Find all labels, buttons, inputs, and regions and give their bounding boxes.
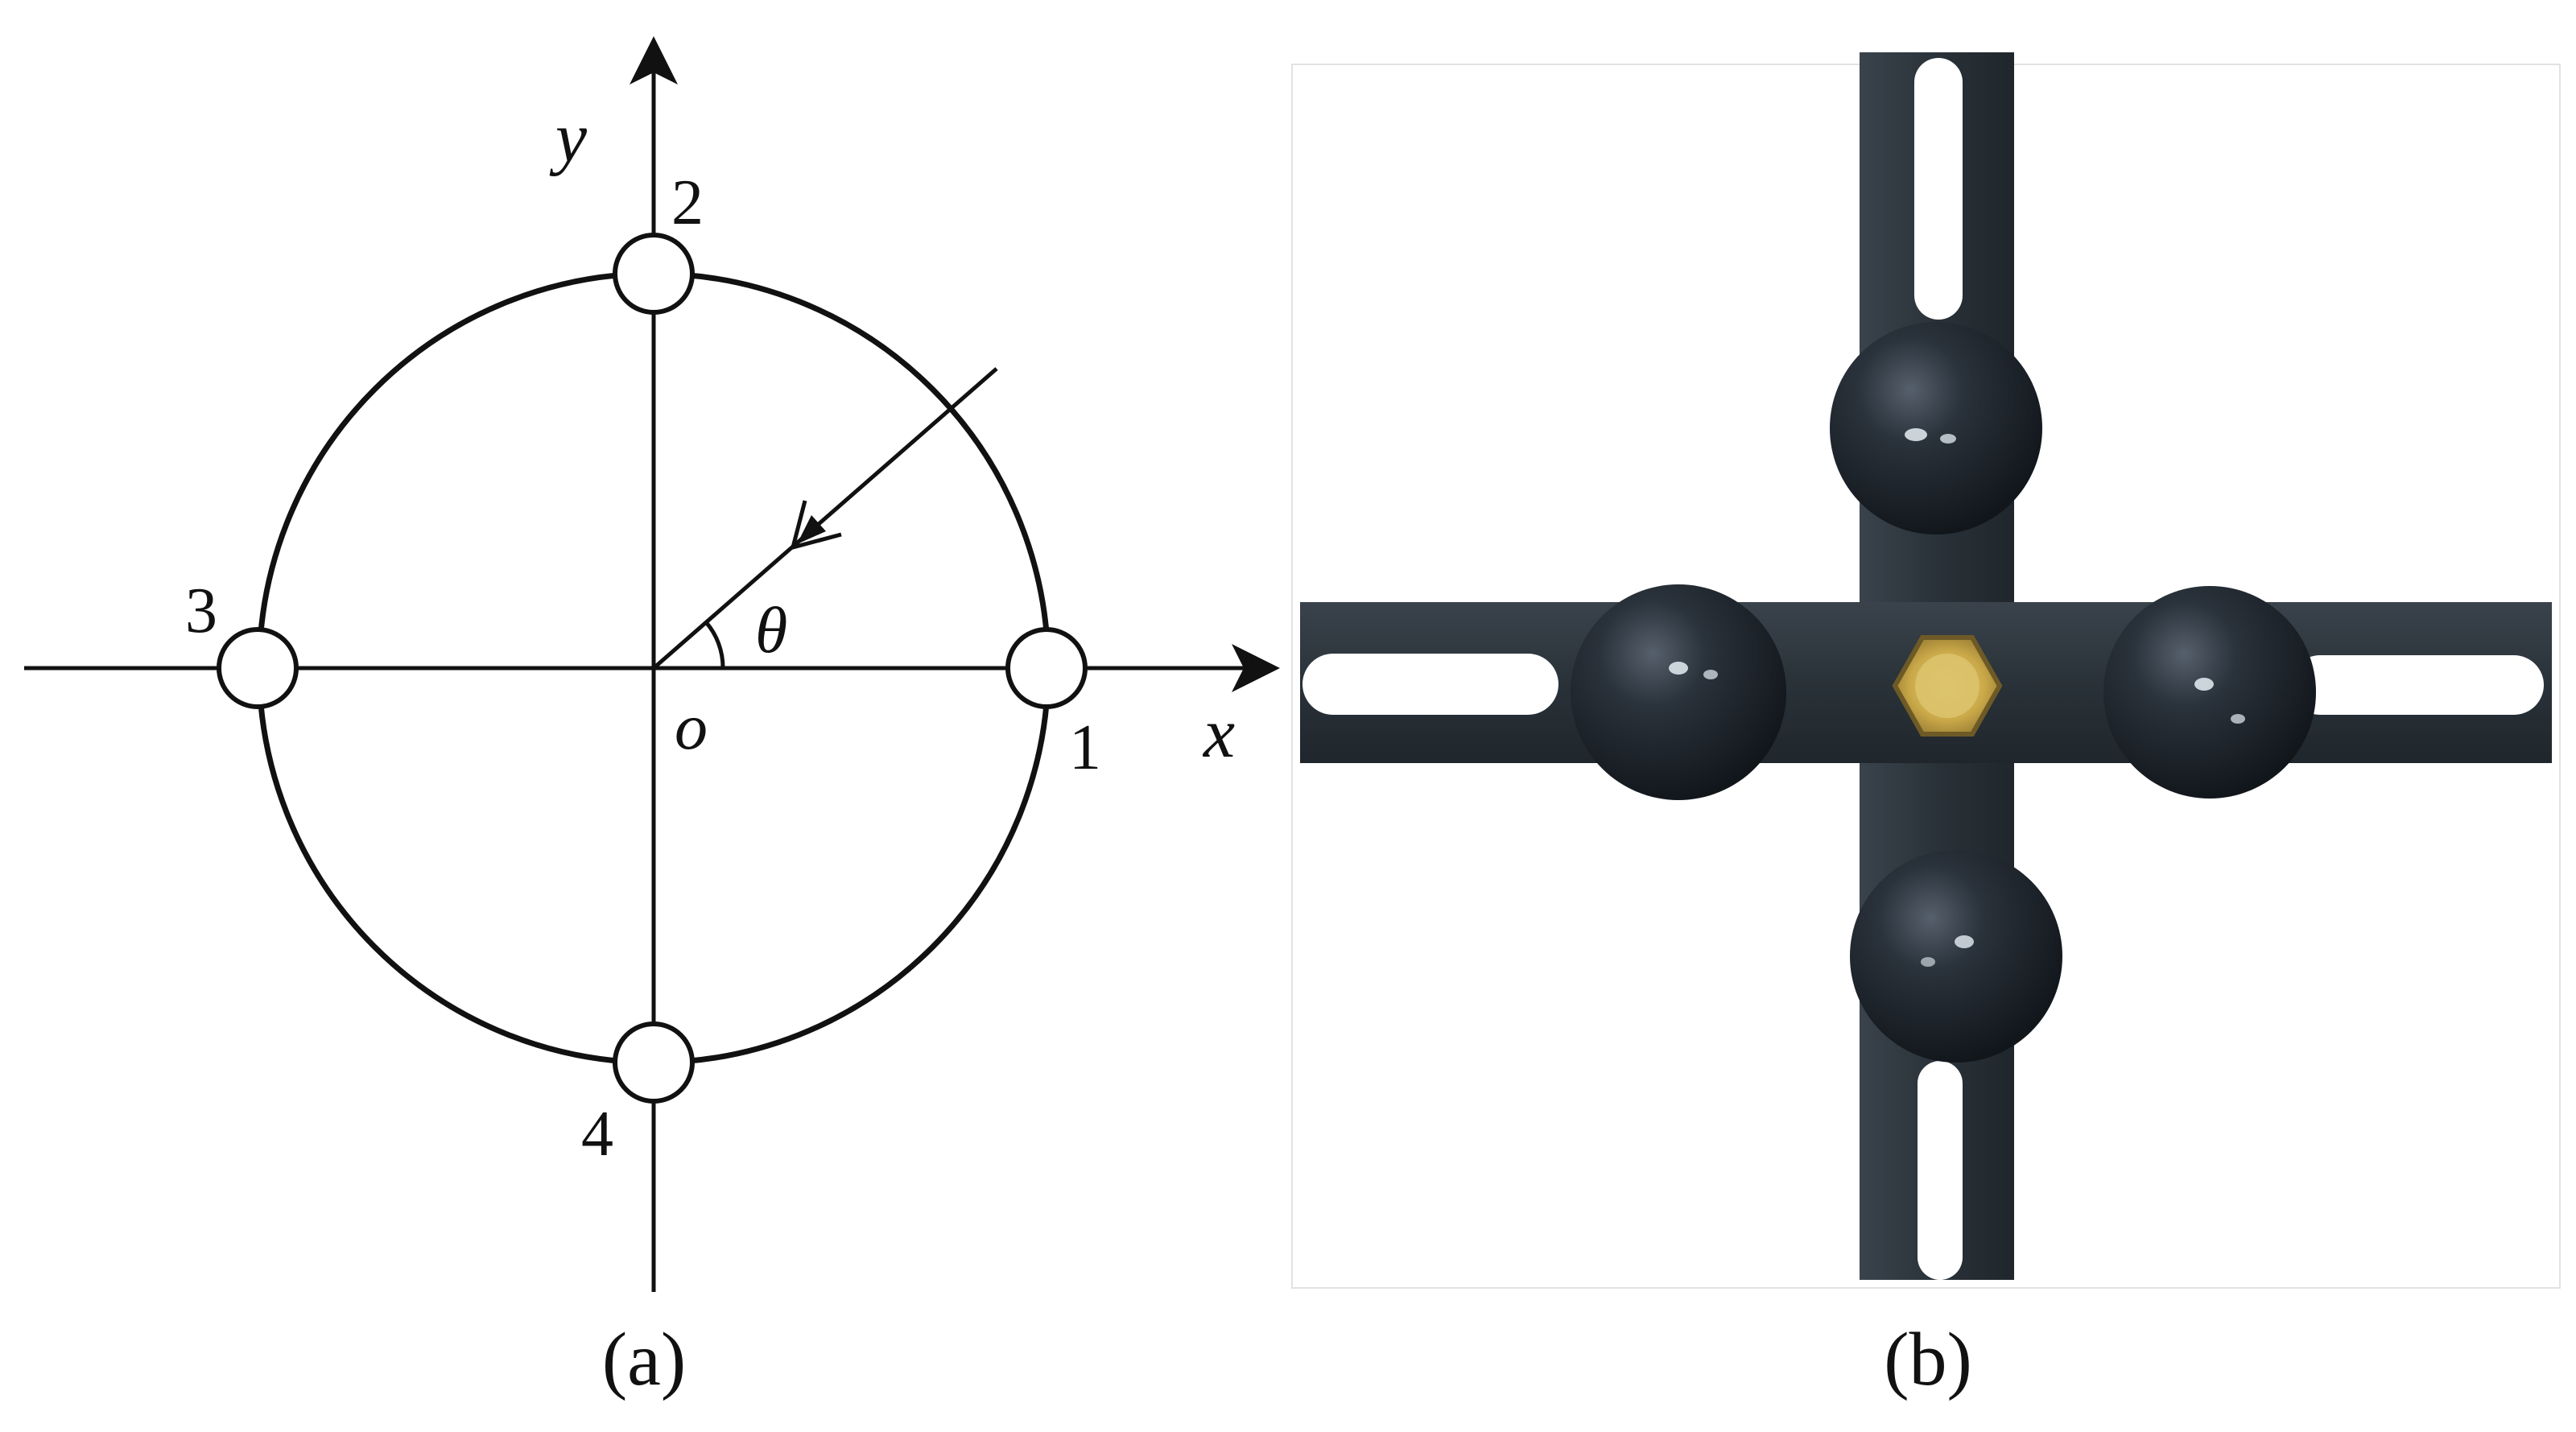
sensor-3-label: 3: [185, 576, 217, 646]
sensor-4-marker: [613, 1021, 695, 1104]
sensor-1-label: 1: [1069, 712, 1101, 783]
y-axis-label: y: [549, 99, 588, 177]
x-axis-label: x: [1202, 695, 1235, 773]
angle-label: θ: [755, 593, 787, 666]
panel-a-caption: (a): [602, 1318, 686, 1401]
sensor-2-marker: [613, 233, 695, 315]
sphere-top: [1830, 322, 2042, 534]
horizontal-bar-left-slot: [1302, 654, 1558, 715]
sphere-bottom: [1850, 850, 2062, 1063]
panel-b-caption: (b): [1884, 1318, 1972, 1401]
sensor-4-label: 4: [581, 1099, 613, 1170]
sensor-1-marker: [1005, 627, 1088, 709]
incident-arrowhead-open: [790, 500, 842, 551]
panel-a-schematic: y x o θ 1 2 3 4 (a): [24, 36, 1280, 1401]
angle-arc: [704, 621, 725, 669]
incident-direction-line: [652, 367, 998, 670]
vertical-bar-top-slot: [1914, 58, 1963, 320]
incident-arrowhead: [797, 515, 826, 544]
sphere-right: [2103, 586, 2316, 799]
vertical-bar-bottom-slot: [1918, 1061, 1963, 1280]
sphere-left: [1571, 584, 1786, 800]
horizontal-bar-right-slot: [2290, 655, 2544, 715]
center-bolt-head: [1915, 654, 1979, 718]
sensor-3-marker: [217, 627, 299, 709]
origin-label: o: [675, 690, 708, 763]
panel-b-photo: (b): [1291, 52, 2561, 1401]
sensor-2-label: 2: [671, 167, 704, 238]
